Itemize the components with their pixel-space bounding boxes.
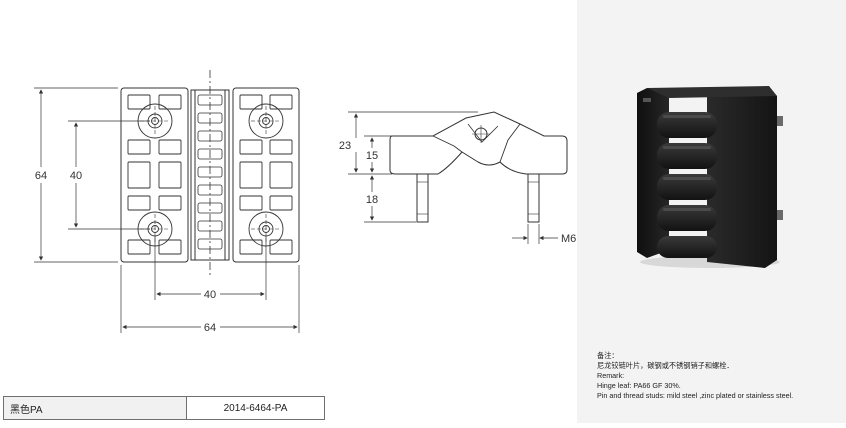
dim-side-height-label: 23 [339,140,351,152]
dim-side-height [348,111,478,175]
dim-front-width-label: 64 [204,322,216,334]
dim-thread-label: M6 [561,233,576,245]
color-cell: 黑色PA [3,396,187,420]
dim-pin-length [364,175,416,223]
dim-leaf-height-label: 15 [366,150,378,162]
dim-pin-length-label: 18 [366,194,378,206]
remark-cn-text: 尼龙铰链叶片，碳钢或不锈钢销子和螺栓． [597,361,734,370]
side-view [348,111,568,244]
remark-en-title: Remark: [597,371,625,380]
side-body-outline [389,111,568,175]
dim-front-height-label: 64 [35,170,47,182]
part-number-cell: 2014-6464-PA [186,396,325,420]
hinge-photo [637,86,783,268]
left-leaf-outline [120,87,189,263]
dim-hole-spacing-h-label: 40 [204,289,216,301]
dim-thread [512,224,558,244]
remark-cn-title: 备注： [597,351,619,360]
dim-hole-spacing-v [68,120,150,230]
dim-front-height [34,87,118,263]
product-photo-panel [577,0,846,423]
spec-table: 黑色PA 2014-6464-PA [3,396,325,420]
table-row: 黑色PA 2014-6464-PA [3,396,325,420]
dim-leaf-height [364,135,392,173]
remarks-block: 备注： 尼龙铰链叶片，碳钢或不锈钢销子和螺栓． Remark: Hinge le… [597,351,842,401]
dim-hole-spacing-v-label: 40 [70,170,82,182]
dim-front-width [120,265,300,333]
remark-hinge-leaf: Hinge leaf: PA66 GF 30%. [597,381,681,390]
remark-pin-studs: Pin and thread studs: mild steel ,zinc p… [597,391,794,400]
front-view [34,70,300,333]
dim-hole-spacing-h [154,236,267,300]
